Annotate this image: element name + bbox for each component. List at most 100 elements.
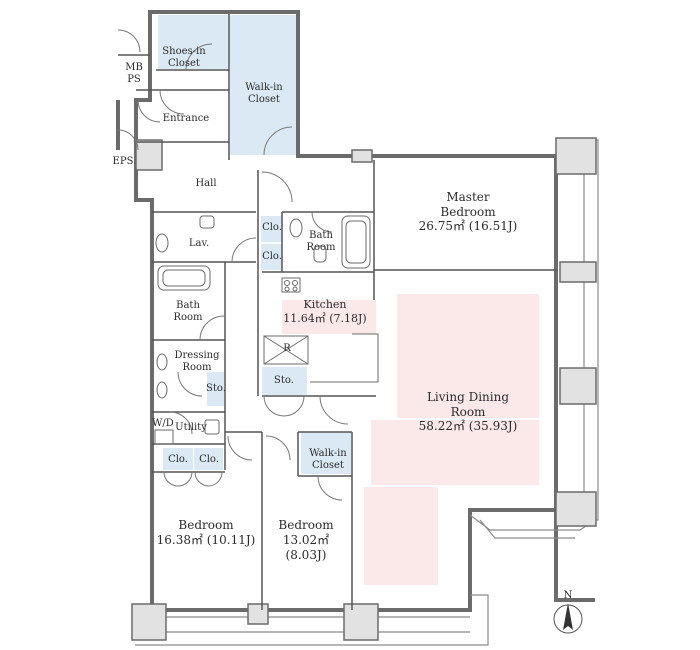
label-eps: EPS xyxy=(112,156,134,167)
door-clo-bed-right-b xyxy=(208,471,223,487)
balcony-corner-inner xyxy=(479,519,575,539)
column-top-mid xyxy=(351,149,373,163)
door-shoes xyxy=(185,43,213,71)
living-fill-upper xyxy=(397,294,539,418)
walls xyxy=(116,10,595,612)
door-swings xyxy=(117,29,349,501)
balcony-east-inner xyxy=(574,167,585,505)
label-walk-in-closet-top: Walk-in Closet xyxy=(245,82,283,105)
door-bedroom2 xyxy=(265,435,291,461)
label-sto-kitchen: Sto. xyxy=(274,375,294,386)
living-fill-lower xyxy=(364,487,438,585)
door-walkin xyxy=(263,126,293,156)
column-s-mid xyxy=(247,603,269,625)
column-ne xyxy=(555,137,597,175)
bathtub-master xyxy=(341,215,371,269)
door-entrance xyxy=(159,89,185,115)
column-nw xyxy=(135,139,163,171)
kitchen-counter xyxy=(310,333,379,383)
label-entrance: Entrance xyxy=(162,113,210,124)
utility-sink xyxy=(204,419,220,435)
clo-bed-right-fill xyxy=(194,448,223,470)
label-bedroom1: Bedroom xyxy=(178,518,234,532)
column-e-lower xyxy=(559,367,597,405)
door-lav xyxy=(231,237,257,263)
clo-mid-fill xyxy=(261,244,282,270)
closet-fills xyxy=(158,15,351,474)
shoes-in-closet-fill xyxy=(158,15,228,69)
door-bath-master xyxy=(311,211,333,233)
label-living-dining: Living Dining Room xyxy=(426,390,510,419)
label-master-bedroom-area: 26.75㎡ (16.51J) xyxy=(418,219,518,233)
door-walkin-bed xyxy=(317,475,343,501)
toilet-lav xyxy=(155,233,169,253)
label-kitchen-area: 11.64㎡ (7.18J) xyxy=(283,312,367,325)
label-hall: Hall xyxy=(195,178,217,189)
door-utility xyxy=(169,411,193,435)
column-e-mid xyxy=(559,261,597,283)
label-clo-bed-left: Clo. xyxy=(168,454,188,465)
column-se xyxy=(555,491,597,527)
door-entry-main xyxy=(137,99,161,123)
door-mbps xyxy=(117,29,141,53)
fixtures xyxy=(154,215,379,445)
label-shoes-in-closet: Shoes-in Closet xyxy=(162,46,206,69)
bathtub-inner xyxy=(162,269,206,287)
burner-4 xyxy=(292,286,298,292)
label-mb-ps: MB PS xyxy=(125,62,143,85)
label-sto-small: Sto. xyxy=(206,383,226,394)
living-fills xyxy=(282,294,539,585)
toilet-master xyxy=(313,245,327,263)
burner-2 xyxy=(292,280,298,286)
label-clo-mid: Clo. xyxy=(262,251,282,262)
clo-bed-left-fill xyxy=(163,448,193,470)
label-bedroom2-area: 13.02㎡ (8.03J) xyxy=(282,533,330,562)
door-bath xyxy=(199,315,225,341)
label-dressing-room: Dressing Room xyxy=(174,350,220,373)
bathtub xyxy=(157,265,211,291)
label-master-bedroom: Master Bedroom xyxy=(440,190,496,219)
label-bath-room-master: Bath Room xyxy=(306,230,336,253)
door-living xyxy=(319,395,349,425)
compass-needle xyxy=(563,603,573,630)
sto-kitchen-fill xyxy=(262,367,307,395)
label-wd: W/D xyxy=(152,418,174,429)
dressing-sink-2 xyxy=(156,381,168,399)
balcony-south-outer xyxy=(135,594,489,646)
lav-sink xyxy=(199,215,215,229)
door-clo-bed-left-b xyxy=(177,471,193,487)
clo-top-fill xyxy=(261,216,282,242)
door-hall xyxy=(261,171,293,203)
column-s-right xyxy=(343,603,379,641)
outer-wall-south xyxy=(152,508,556,612)
door-eps xyxy=(117,129,139,151)
sto-small-fill xyxy=(207,372,224,406)
compass xyxy=(553,603,583,634)
label-walk-in-closet-bed: Walk-in Closet xyxy=(309,448,347,471)
column-sw xyxy=(131,603,167,641)
label-bath-room: Bath Room xyxy=(173,300,203,323)
fridge-box xyxy=(263,335,309,365)
balcony-east-outer xyxy=(562,139,599,521)
label-clo-top: Clo. xyxy=(262,222,282,233)
door-kitchen-sto-r xyxy=(283,395,305,417)
outer-wall-east xyxy=(554,160,595,602)
door-bedroom1 xyxy=(227,435,253,461)
label-utility: Utility xyxy=(175,422,207,433)
door-dressing xyxy=(177,371,203,397)
label-bedroom1-area: 16.38㎡ (10.11J) xyxy=(156,533,256,547)
label-refrigerator: R xyxy=(283,343,291,354)
walk-in-closet-top-fill xyxy=(230,15,296,155)
bathtub-master-inner xyxy=(345,220,367,264)
kitchen-fill xyxy=(282,300,376,334)
burner-3 xyxy=(284,286,290,292)
door-clo-bed-right xyxy=(194,471,210,487)
label-bedroom2: Bedroom xyxy=(278,518,334,532)
dressing-sink-1 xyxy=(156,353,168,371)
living-fill-middle xyxy=(371,420,539,485)
outer-wall-west-north xyxy=(134,10,558,610)
label-clo-bed-right: Clo. xyxy=(199,454,219,465)
fridge-diag-2 xyxy=(263,335,309,365)
door-kitchen-sto-l xyxy=(263,395,285,417)
